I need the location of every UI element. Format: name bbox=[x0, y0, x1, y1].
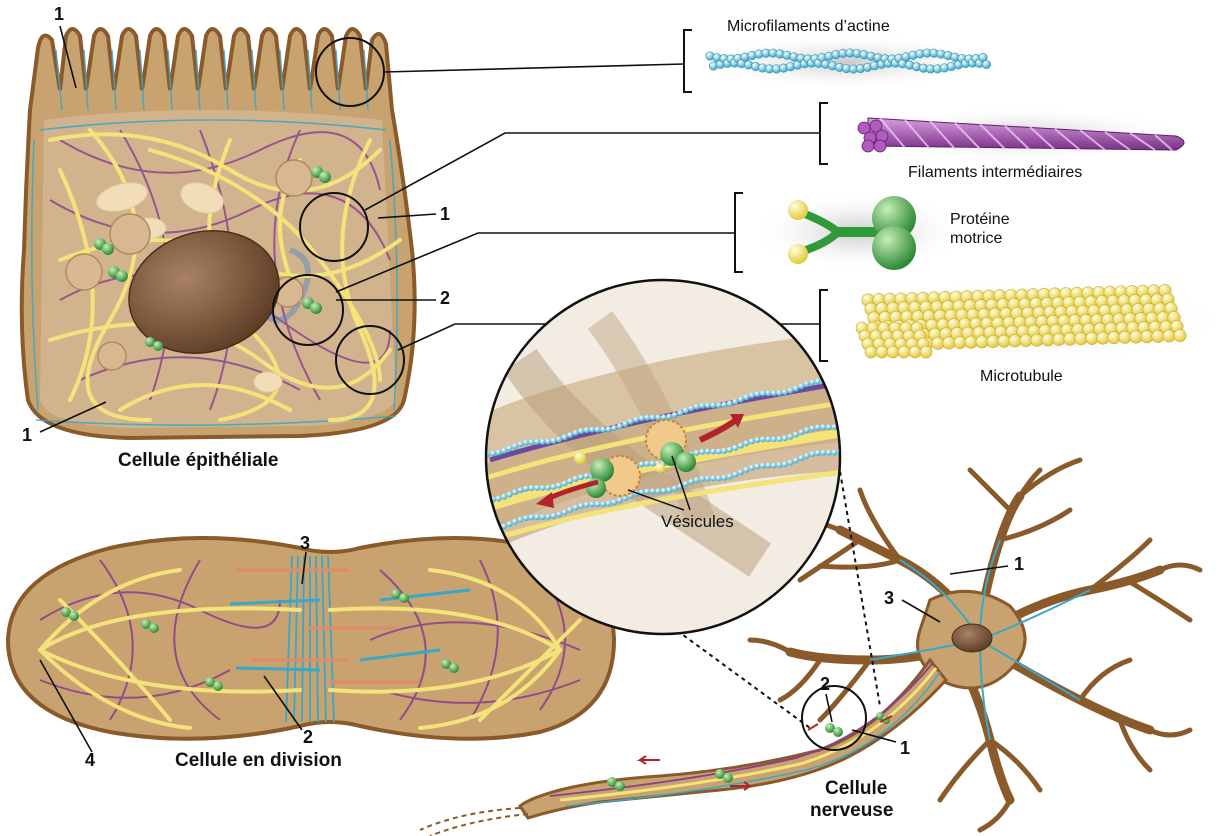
caption-epithelial: Cellule épithéliale bbox=[118, 450, 279, 472]
legend-motor-illustration bbox=[750, 192, 970, 272]
legend-microtubule-illustration bbox=[850, 278, 1225, 362]
number-nerve-axon-1: 1 bbox=[900, 738, 910, 759]
nerve-zoom-circle bbox=[802, 686, 866, 750]
number-epi-right: 1 bbox=[440, 204, 450, 225]
legend-actin-label: Microfilaments d’actine bbox=[727, 18, 890, 36]
caption-nerve-2: nerveuse bbox=[810, 800, 893, 822]
caption-nerve-1: Cellule bbox=[825, 778, 887, 800]
number-epi-bottom: 1 bbox=[22, 425, 32, 446]
legend-intermediate-illustration bbox=[850, 107, 1190, 163]
number-nerve-top: 1 bbox=[1014, 554, 1024, 575]
number-nerve-axon-2: 2 bbox=[820, 674, 830, 695]
number-div-top: 3 bbox=[300, 533, 310, 554]
legend-motor-label-2: motrice bbox=[950, 230, 1002, 248]
caption-division: Cellule en division bbox=[175, 750, 342, 772]
legend-actin-illustration bbox=[695, 34, 995, 90]
legend-intermediate-label: Filaments intermédiaires bbox=[908, 164, 1082, 182]
number-epi-top: 1 bbox=[54, 4, 64, 25]
legend-motor-label-1: Protéine bbox=[950, 211, 1010, 229]
legend-microtubule-label: Microtubule bbox=[980, 368, 1063, 386]
nerve-nucleus bbox=[952, 624, 992, 652]
number-nerve-soma: 3 bbox=[884, 588, 894, 609]
dividing-cell bbox=[8, 538, 614, 752]
caption-vesicles: Vésicules bbox=[661, 512, 734, 532]
number-div-left: 4 bbox=[85, 750, 95, 771]
number-epi-motor: 2 bbox=[440, 288, 450, 309]
number-div-bottom: 2 bbox=[303, 727, 313, 748]
